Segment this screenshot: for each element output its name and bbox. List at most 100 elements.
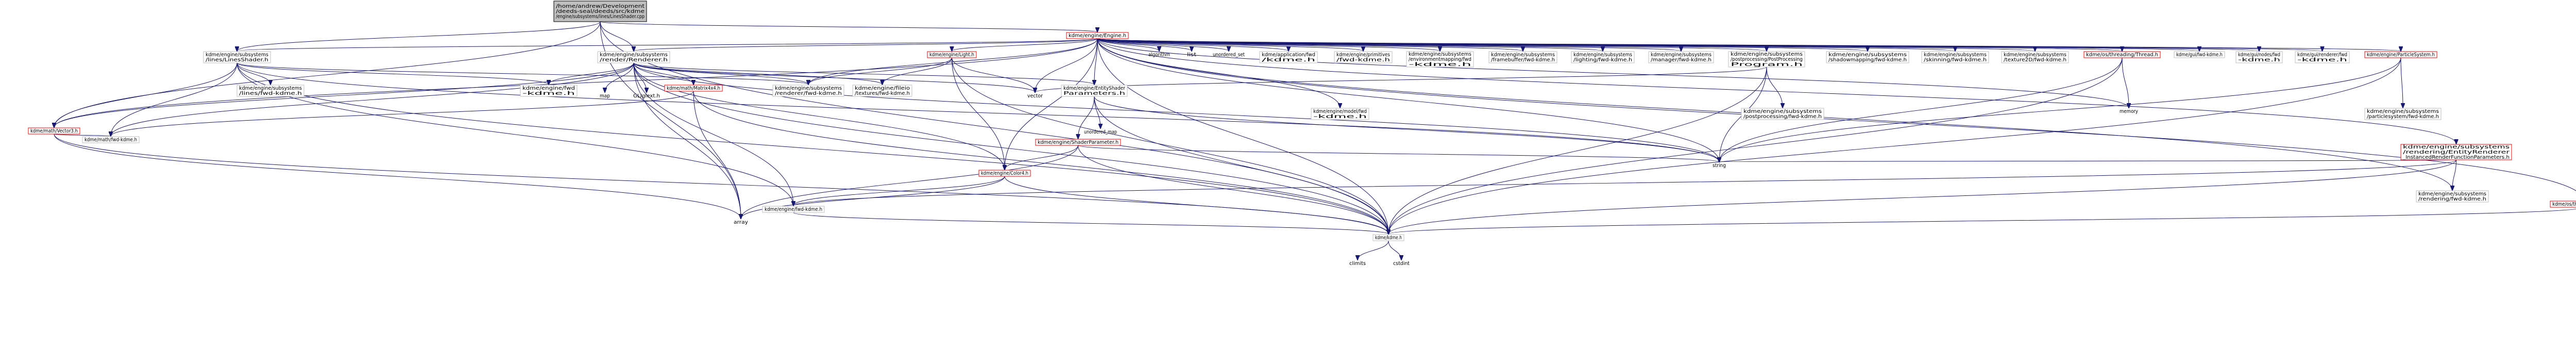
node-linesshader[interactable]: kdme/engine/subsystems/lines/LinesShader… <box>203 51 271 63</box>
node-primitives[interactable]: kdme/engine/primitives/fwd-kdme.h <box>1334 51 1393 63</box>
edge-n_particlesystem-to-n_string <box>1719 57 2401 162</box>
node-label-line: kdme/engine/Color4.h <box>981 171 1028 176</box>
node-label-line: cstdint <box>1393 261 1410 267</box>
node-label-line: unordered_map <box>1084 129 1117 135</box>
edge-n_engine-to-n_deferred <box>634 38 1098 51</box>
node-label-line: /deeds-seal/deeds/src/kdme <box>556 9 645 14</box>
node-label-line: kdme/engine/subsystems <box>1491 52 1555 58</box>
node-engine[interactable]: kdme/engine/Engine.h <box>1066 32 1129 39</box>
node-math-vector3[interactable]: kdme/math/Vector3.h <box>28 127 80 135</box>
node-texture2d[interactable]: kdme/engine/subsystems/texture2D/fwd-kdm… <box>2001 51 2069 63</box>
node-label-line: kdme/engine/subsystems <box>2403 144 2510 150</box>
node-queue[interactable]: kdme/os/threading/Queue.h <box>2550 201 2576 208</box>
node-guirenderer[interactable]: kdme/gui/renderer/fwd-kdme.h <box>2295 51 2350 63</box>
node-label-line: kdme/engine/subsystems <box>206 52 268 58</box>
node-kdme[interactable]: kdme/kdme.h <box>1372 234 1404 241</box>
node-deferred[interactable]: kdme/engine/subsystems/render/Renderer.h <box>597 51 670 63</box>
edge-n_deferred-to-n_string <box>633 62 1719 162</box>
edge-n_engine-to-n_math_vector3 <box>54 38 1098 127</box>
node-linesshader-fwd[interactable]: kdme/engine/subsystems/lines/fwd-kdme.h <box>236 85 304 97</box>
node-framebuffer[interactable]: kdme/engine/subsystems/framebuffer/fwd-k… <box>1488 51 1557 63</box>
node-postproc-fwd[interactable]: kdme/engine/subsystems/postprocessing/fw… <box>1741 108 1824 120</box>
node-box <box>2364 108 2442 120</box>
edge-n_linesshader-to-n_math_vector3 <box>54 62 238 127</box>
node-box <box>203 51 271 63</box>
node-label-line: kdme/engine/subsystems <box>1828 52 1907 58</box>
node-label-line: /environmentmapping/fwd <box>1409 57 1471 62</box>
node-appfwd[interactable]: kdme/application/fwd/kdme.h <box>1259 51 1318 63</box>
edge-n_deferred-to-n_color4 <box>633 62 1005 170</box>
node-guifwd[interactable]: kdme/gui/fwd-kdme.h <box>2174 51 2225 58</box>
edge-n_linesshader-to-n_string <box>236 62 1719 162</box>
node-particlesystem[interactable]: kdme/engine/ParticleSystem.h <box>2364 51 2437 58</box>
node-manager[interactable]: kdme/engine/subsystems/manager/fwd-kdme.… <box>1648 51 1714 63</box>
node-label-line: list <box>1187 52 1196 58</box>
node-engine-fwd[interactable]: kdme/engine/fwd-kdme.h <box>520 85 578 97</box>
node-color4[interactable]: kdme/engine/Color4.h <box>978 170 1031 177</box>
node-box <box>2295 51 2350 63</box>
edge-n_math_matrix4x4-to-n_math_fwd <box>111 91 694 136</box>
node-box <box>927 51 977 58</box>
node-guinodes[interactable]: kdme/gui/nodes/fwd-kdme.h <box>2235 51 2283 63</box>
node-engine-model-fwd[interactable]: kdme/engine/model/fwd-kdme.h <box>1311 108 1369 120</box>
node-box <box>520 85 578 97</box>
node-label-line: /postprocessing/PostProcessing <box>1731 57 1803 62</box>
node-algorithm: algorithm <box>1148 52 1170 58</box>
edge-n_postproc-to-n_vector <box>1035 67 1767 92</box>
node-light[interactable]: kdme/engine/Light.h <box>927 51 977 58</box>
node-label-line: /lines/fwd-kdme.h <box>239 91 302 96</box>
edge-n_postproc-to-n_kdme <box>1388 67 1767 234</box>
node-label-line: unordered_set <box>1213 52 1245 58</box>
node-root[interactable]: /home/andrew/Development/deeds-seal/deed… <box>553 1 647 22</box>
node-label-line: kdme/engine/subsystems <box>1409 52 1471 57</box>
node-postproc[interactable]: kdme/engine/subsystems/postprocessing/Po… <box>1728 51 1805 68</box>
node-label-line: -kdme.h <box>522 91 575 96</box>
node-label-line: kdme/engine/subsystems <box>1651 52 1711 58</box>
node-box <box>2235 51 2283 63</box>
node-box <box>28 127 80 135</box>
node-renderer-fwd[interactable]: kdme/engine/subsystems/renderer/fwd-kdme… <box>772 85 844 97</box>
node-box <box>772 85 844 97</box>
edge-n_engine-to-n_string <box>1097 38 1719 162</box>
node-lighting[interactable]: kdme/engine/subsystems/lighting/fwd-kdme… <box>1571 51 1635 63</box>
edge-n_engine-to-n_unordered_set <box>1097 38 1229 51</box>
node-lmrp[interactable]: kdme/engine/subsystems/rendering/EntityR… <box>2400 144 2512 160</box>
node-engine-fwd2[interactable]: kdme/engine/fwd-kdme.h <box>762 206 825 213</box>
node-label-line: -kdme.h <box>2238 57 2280 63</box>
node-label-line: kdme/engine/subsystems <box>775 86 842 91</box>
node-box <box>1035 139 1121 146</box>
edge-n_deferred-to-n_map <box>605 62 634 92</box>
edge-n_entityshader-to-n_string <box>1094 96 1719 162</box>
node-label-line: -kdme.h <box>1409 62 1471 68</box>
node-engine-fwd-textures[interactable]: kdme/engine/fileio/textures/fwd-kdme.h <box>852 85 912 97</box>
node-thread[interactable]: kdme/os/threading/Thread.h <box>2083 51 2161 58</box>
edge-n_shaderparam-to-n_string <box>1078 145 1720 162</box>
edge-n_thread-to-n_string <box>1719 57 2123 162</box>
edge-n_light-to-n_color4 <box>952 57 1005 170</box>
node-array: array <box>734 220 748 225</box>
node-label-line: kdme/engine/fileio <box>855 86 910 91</box>
edge-n_root-to-n_engine <box>600 21 1097 32</box>
node-rendering-fwd[interactable]: kdme/engine/subsystems/rendering/fwd-kdm… <box>2416 190 2489 203</box>
edge-n_deferred-to-n_entityshader <box>633 62 1094 85</box>
node-label-line: -kdme.h <box>2297 57 2347 63</box>
node-math-matrix4x4[interactable]: kdme/math/Matrix4x4.h <box>664 85 723 92</box>
node-envmapping[interactable]: kdme/engine/subsystems/environmentmappin… <box>1406 51 1474 68</box>
node-box <box>2550 201 2576 208</box>
node-box <box>1061 85 1128 97</box>
node-shadowmapping[interactable]: kdme/engine/subsystems/shadowmapping/fwd… <box>1826 51 1909 63</box>
node-label-line: kdme/os/threading/Queue.h <box>2552 202 2576 207</box>
node-particles-fwd[interactable]: kdme/engine/subsystems/particlesystem/fw… <box>2364 108 2442 120</box>
edge-n_particlesystem-to-n_particles_fwd <box>2400 57 2403 108</box>
edge-n_shaderparam-to-n_array <box>741 145 1078 219</box>
node-label-line: kdme/application/fwd <box>1262 52 1315 58</box>
edge-n_lmrp-to-n_engine_fwd2 <box>793 159 2456 206</box>
node-label-line: /textures/fwd-kdme.h <box>855 91 910 96</box>
edge-n_entityshader-to-n_kdme <box>1094 96 1388 234</box>
node-skinning[interactable]: kdme/engine/subsystems/skinning/fwd-kdme… <box>1921 51 1989 63</box>
node-shaderparam[interactable]: kdme/engine/ShaderParameter.h <box>1035 139 1121 146</box>
node-math-fwd[interactable]: kdme/math/fwd-kdme.h <box>82 136 140 143</box>
nodes-layer: /home/andrew/Development/deeds-seal/deed… <box>28 1 2576 267</box>
edge-n_engine-to-n_linesshader <box>237 38 1098 51</box>
